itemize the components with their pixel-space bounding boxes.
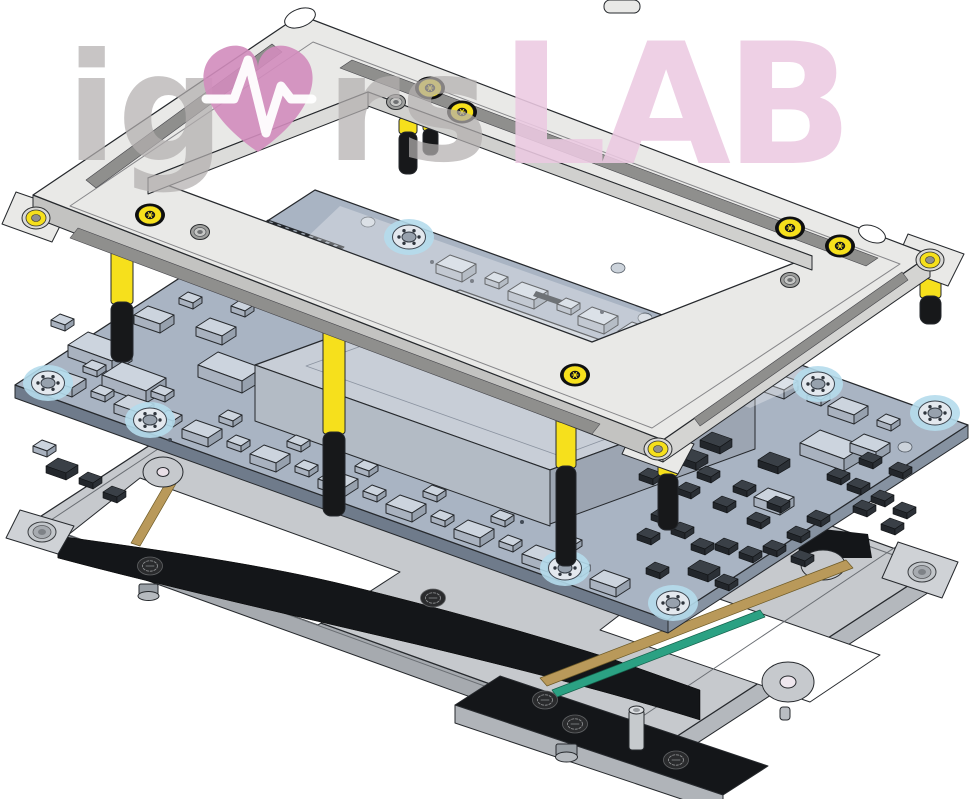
recessed-screw [27, 521, 57, 543]
torx-screw [774, 215, 806, 241]
corner-grommet [21, 206, 51, 230]
top-tab [603, 0, 641, 14]
washer-hole [780, 272, 800, 288]
pulse-line-icon [201, 55, 317, 138]
smd-chip-dark [45, 457, 79, 481]
smd-chip [50, 313, 75, 332]
mounting-hole [22, 364, 74, 402]
mounting-hole [124, 401, 176, 439]
tab-hole [779, 675, 797, 689]
torx-screw [824, 233, 856, 259]
standoff-post [919, 277, 942, 325]
vrm-chip [892, 501, 917, 520]
thermal-recess-band [57, 535, 701, 721]
small-pin [779, 706, 791, 721]
mounting-hole [383, 218, 435, 256]
mounting-frame-layer [1, 0, 965, 567]
torx-screw [134, 202, 166, 228]
mounting-hole [909, 394, 961, 432]
standoff-post [398, 117, 418, 175]
watermark-text-right: LAB [500, 7, 847, 203]
etched-screw [663, 750, 689, 770]
standoff-post [555, 414, 577, 567]
watermark-text-left: ig [66, 22, 225, 196]
smd-chip [32, 439, 57, 458]
watermark: ig rs LAB [66, 7, 853, 203]
recessed-screw [907, 561, 937, 583]
torx-screw [559, 362, 591, 388]
vrm-chip [880, 517, 905, 536]
etched-screw [420, 588, 446, 608]
mounting-hole [647, 584, 699, 622]
front-boss-side [454, 704, 724, 799]
frame-step-line [69, 41, 901, 429]
mounting-hole [792, 365, 844, 403]
alignment-pin [628, 705, 645, 751]
frame-inner-wall-ne [367, 91, 813, 271]
edge-notch [858, 224, 886, 244]
under-edge-screw [137, 583, 160, 601]
edge-connector-gold-right [539, 559, 854, 687]
etched-screw [562, 714, 588, 734]
tab-hole [156, 467, 170, 477]
etched-screw [532, 690, 558, 710]
watermark-text-mid: rs [326, 22, 489, 196]
washer-hole [190, 224, 210, 240]
edge-notch [284, 7, 316, 29]
corner-grommet [915, 248, 945, 272]
etched-screw [137, 556, 163, 576]
standoff-post [110, 244, 134, 363]
corner-grommet [643, 437, 673, 461]
under-edge-screw [555, 743, 578, 763]
standoff-post [322, 314, 346, 517]
